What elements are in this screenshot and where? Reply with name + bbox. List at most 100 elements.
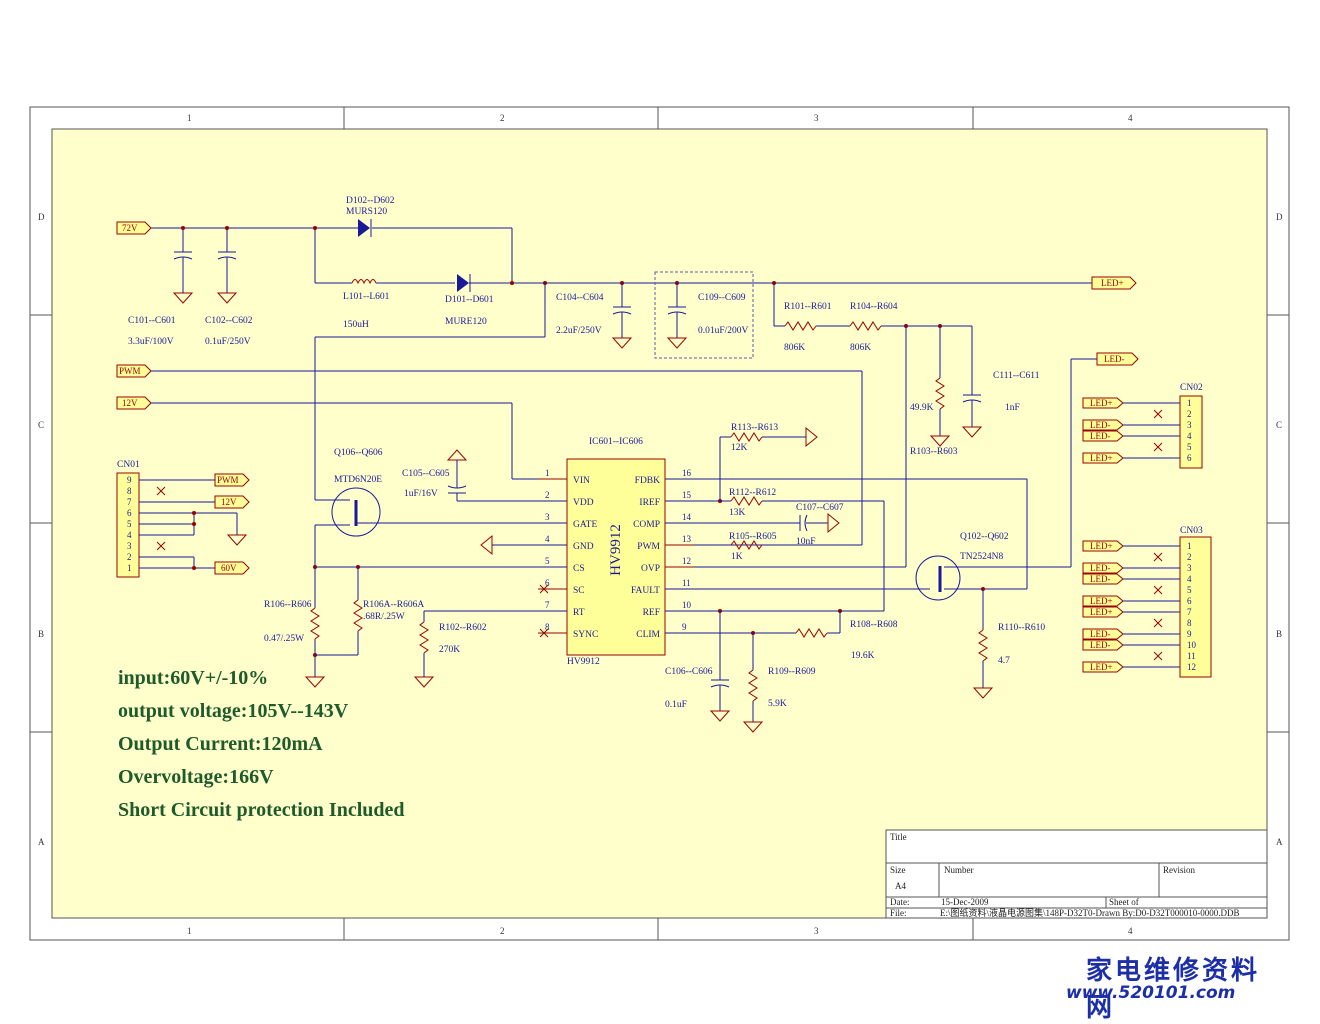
label-r112-value: 13K — [729, 508, 746, 518]
label-r109-ref: R109--R609 — [768, 667, 816, 677]
cn02-pin-number: 3 — [1187, 420, 1192, 430]
cn02-pin-number: 4 — [1187, 431, 1192, 441]
cn02-ports: LED+LED-LED-LED+ — [1082, 397, 1180, 464]
cn03-pin-number: 9 — [1187, 629, 1192, 639]
capacitor-c106 — [709, 710, 731, 722]
svg-text:LED+: LED+ — [1090, 541, 1113, 551]
port-pwm: PWM — [116, 364, 152, 378]
spec-short-circuit: Short Circuit protection Included — [118, 799, 405, 821]
ic-pin-number: 8 — [545, 622, 550, 632]
ic-pin-number: 7 — [545, 600, 550, 610]
label-d102-ref: D102--D602 — [346, 196, 395, 206]
port-12v: 12V — [116, 396, 152, 410]
port-72v: 72V — [116, 221, 152, 235]
port-cn01-60v: 60V — [214, 561, 250, 575]
tb-size-value: A4 — [895, 881, 906, 891]
col-label-bottom-4: 4 — [1128, 926, 1133, 936]
svg-text:LED+: LED+ — [1090, 607, 1113, 617]
ic-pin-number: 6 — [545, 578, 550, 588]
ic-pin-name: IREF — [639, 498, 660, 508]
cn03-pin-number: 2 — [1187, 552, 1192, 562]
label-c104-value: 2.2uF/250V — [556, 326, 602, 336]
vdd-supply-symbol — [446, 449, 468, 461]
cn01-pin-number: 7 — [127, 497, 132, 507]
resistor-r109 — [748, 669, 758, 702]
label-c111-ref: C111--C611 — [993, 371, 1040, 381]
label-r112-ref: R112--R612 — [729, 488, 776, 498]
cn01-pin-number: 4 — [127, 530, 132, 540]
label-d101-value: MURE120 — [445, 317, 487, 327]
label-ic-value: HV9912 — [567, 657, 600, 667]
svg-text:LED+: LED+ — [1090, 662, 1113, 672]
label-c102-value: 0.1uF/250V — [205, 337, 251, 347]
cn01-pin-number: 6 — [127, 508, 132, 518]
label-r108-ref: R108--R608 — [850, 620, 898, 630]
resistor-r101 — [784, 321, 817, 331]
logo-chinese-text: 家电维修资料网 — [1086, 956, 1261, 1023]
resistor-r113 — [730, 432, 763, 442]
watermark-logo: 家电维修资料网 www.520101.com — [1066, 950, 1286, 1023]
label-c111-value: 1nF — [1005, 403, 1020, 413]
svg-text:12V: 12V — [221, 497, 237, 507]
resistor-r104 — [849, 321, 882, 331]
cn03-pin-number: 8 — [1187, 618, 1192, 628]
port-cn03-led-plus: LED+ — [1082, 606, 1180, 618]
ic-pin-number: 4 — [545, 534, 550, 544]
gnd-symbol-ic — [480, 534, 493, 556]
port-cn03-led-plus: LED+ — [1082, 540, 1180, 552]
ic-pin-number: 15 — [682, 490, 692, 500]
tb-date-label: Date: — [890, 897, 910, 907]
label-r101-ref: R101--R601 — [784, 302, 832, 312]
svg-text:LED-: LED- — [1090, 574, 1111, 584]
mosfet-q102 — [915, 555, 983, 601]
label-r110-value: 4.7 — [998, 656, 1010, 666]
label-c105-value: 1uF/16V — [404, 489, 438, 499]
label-q106-value: MTD6N20E — [334, 475, 382, 485]
tb-number-label: Number — [944, 865, 974, 875]
svg-text:LED-: LED- — [1090, 629, 1111, 639]
svg-text:LED-: LED- — [1090, 640, 1111, 650]
cn03-pin-number: 1 — [1187, 541, 1192, 551]
resistor-r110 — [978, 629, 988, 662]
label-l101-value: 150uH — [343, 320, 369, 330]
ic-pin-number: 16 — [682, 468, 692, 478]
svg-text:LED+: LED+ — [1090, 596, 1113, 606]
inductor-l101 — [351, 279, 377, 285]
ic-pin-name: FDBK — [635, 476, 660, 486]
resistor-r112 — [730, 496, 763, 506]
port-cn01-12v: 12V — [214, 495, 250, 509]
title-block — [885, 829, 1268, 919]
row-label-left-c: C — [38, 420, 44, 430]
label-r109-value: 5.9K — [768, 699, 787, 709]
label-r104-value: 806K — [850, 343, 871, 353]
label-c106-ref: C106--C606 — [665, 667, 713, 677]
port-cn02-led-plus: LED+ — [1082, 452, 1180, 464]
ic-pin-name: VIN — [573, 476, 590, 486]
cn03-ports: LED+LED-LED-LED+LED+LED-LED-LED+ — [1082, 540, 1180, 673]
connector-cn01 — [116, 472, 140, 578]
ic-pin-number: 14 — [682, 512, 692, 522]
tb-title-label: Title — [890, 832, 907, 842]
ic-pin-name: RT — [573, 608, 585, 618]
cn03-pin-number: 5 — [1187, 585, 1192, 595]
cn03-pin-number: 4 — [1187, 574, 1192, 584]
col-label-top-3: 3 — [814, 113, 819, 123]
cn01-title: CN01 — [117, 460, 140, 470]
ic-pin-name: SC — [573, 586, 585, 596]
cn01-pin-number: 5 — [127, 519, 132, 529]
row-label-right-a: A — [1276, 837, 1283, 847]
label-r103-ref: R103--R603 — [910, 447, 958, 457]
cn02-pin-number: 6 — [1187, 453, 1192, 463]
label-r102-value: 270K — [439, 645, 460, 655]
row-label-right-c: C — [1276, 420, 1282, 430]
tb-revision-label: Revision — [1163, 865, 1196, 875]
row-label-left-d: D — [38, 212, 45, 222]
label-r102-ref: R102--R602 — [439, 623, 487, 633]
label-c109-ref: C109--C609 — [698, 293, 746, 303]
port-led-minus-main: LED- — [1096, 352, 1139, 366]
